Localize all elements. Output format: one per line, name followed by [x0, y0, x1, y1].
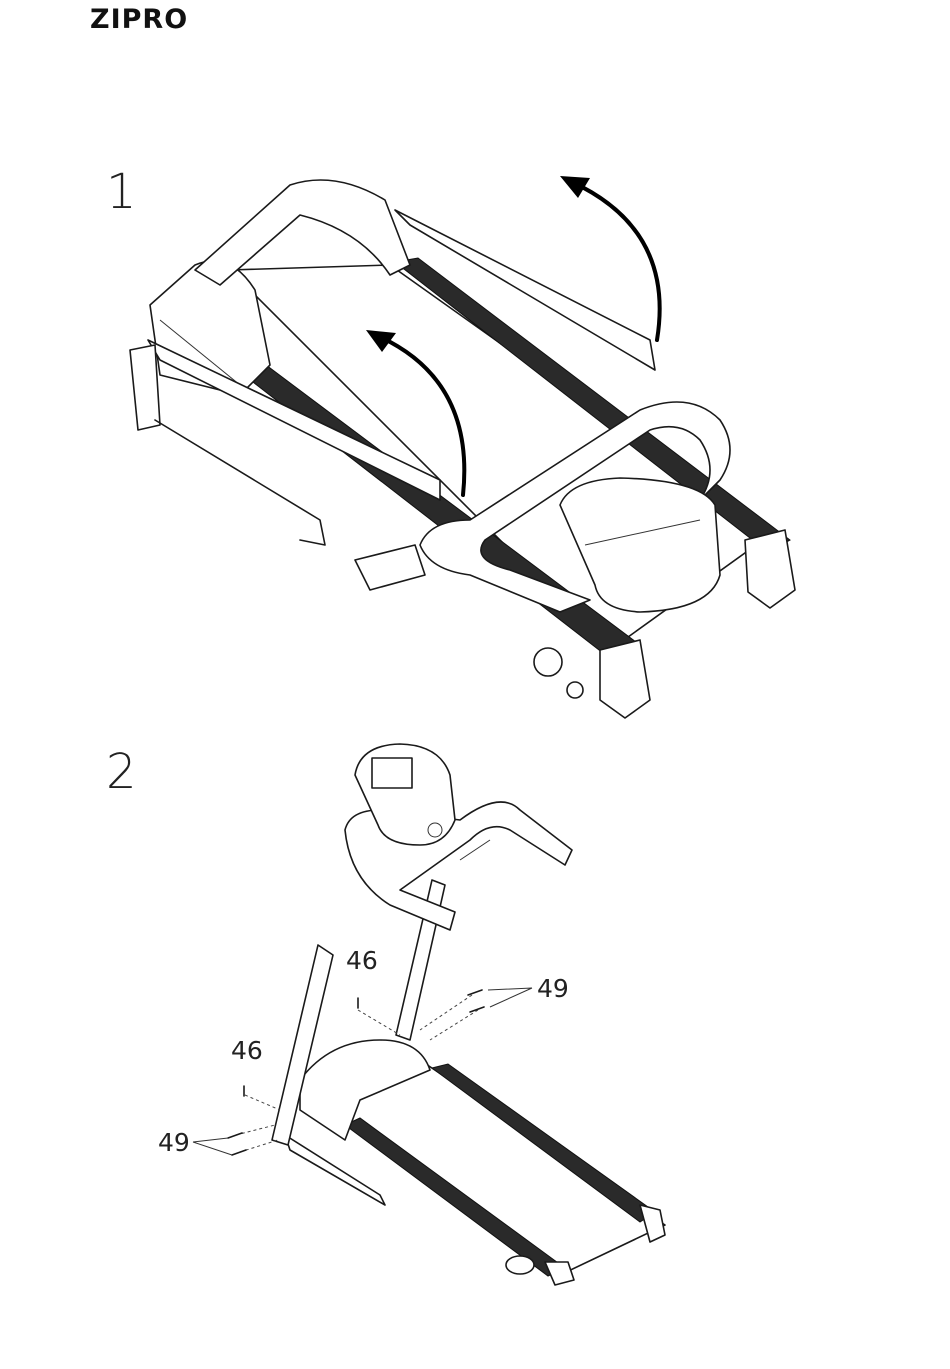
callout-49-right: 49 — [537, 976, 569, 1001]
screw-49-right-a — [468, 990, 482, 995]
base-foot-step2 — [285, 1135, 385, 1205]
callout-46-upper: 46 — [346, 948, 378, 973]
callout-49-left: 49 — [158, 1130, 190, 1155]
screw-49-left-a — [228, 1133, 242, 1138]
console-display — [372, 758, 412, 788]
rear-end-cap-right — [745, 530, 795, 608]
adjust-knob — [567, 682, 583, 698]
left-upright-step2 — [272, 945, 333, 1145]
motor-hood-step2 — [300, 1040, 430, 1140]
callout-46-lower: 46 — [231, 1038, 263, 1063]
step1-treadmill-illustration — [0, 0, 950, 740]
right-rail-step2 — [432, 1064, 655, 1222]
wheel-step2 — [506, 1256, 534, 1274]
screw-49-right-b — [470, 1007, 484, 1012]
left-base-foot — [130, 345, 160, 430]
leader-49-left — [193, 1138, 232, 1155]
end-cap-step2-right — [640, 1205, 665, 1242]
step-number-2: 2 — [106, 748, 137, 796]
handlebar-step2 — [345, 802, 572, 930]
screw-49-left-b — [232, 1150, 246, 1155]
deck-step2 — [300, 1060, 665, 1275]
left-rail-step2 — [345, 1118, 565, 1276]
transport-wheel — [534, 648, 562, 676]
console-step2 — [355, 744, 455, 845]
right-upright-step2 — [396, 880, 445, 1040]
end-cap-step2-left — [545, 1262, 574, 1285]
rear-end-cap-left — [600, 640, 650, 718]
handlebar-grip — [355, 545, 425, 590]
leader-49-right — [488, 988, 532, 1007]
